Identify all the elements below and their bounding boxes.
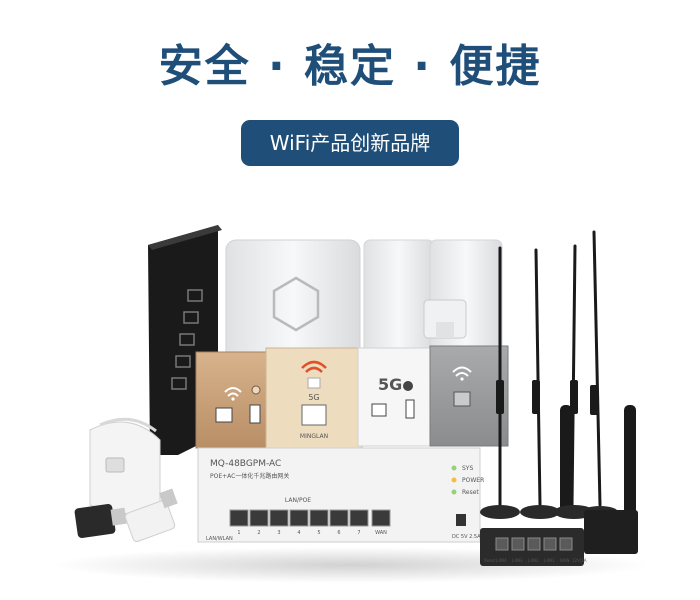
svg-text:7: 7 [357,530,360,536]
svg-text:6: 6 [337,530,340,536]
svg-text:12V/1A: 12V/1A [572,558,587,563]
svg-text:4: 4 [297,530,300,536]
svg-text:POWER: POWER [462,477,484,484]
wifi-repeater [89,417,161,515]
svg-text:MQ-48BGPM-AC: MQ-48BGPM-AC [210,459,281,469]
svg-text:LAN1: LAN1 [544,558,555,563]
svg-text:5G: 5G [308,393,319,402]
white-5g-panel: 5G [357,347,435,447]
svg-text:MINGLAN: MINGLAN [300,433,328,440]
svg-text:3: 3 [277,530,280,536]
svg-text:WAN: WAN [560,558,569,563]
svg-text:SYS: SYS [462,465,473,472]
outdoor-cpe-units [363,239,503,356]
brand-badge: WiFi产品创新品牌 [241,120,459,166]
svg-text:DC 5V 2.5A: DC 5V 2.5A [452,534,481,540]
ceiling-access-point [225,239,361,361]
champagne-wall-panel: 5G MINGLAN [265,347,363,449]
usb-wifi-dongle-black [74,504,127,538]
switch-ethernet-ports [229,509,391,527]
svg-text:LAN4: LAN4 [496,558,507,563]
svg-text:POE+AC一体化千兆路由网关: POE+AC一体化千兆路由网关 [210,472,289,480]
gold-wall-panel [195,351,271,449]
4g-router: Reset LAN4 LAN3 LAN2 LAN1 WAN 12V/1A [480,510,638,566]
svg-text:2: 2 [257,530,260,536]
grey-wall-panel [429,345,509,447]
svg-text:Reset: Reset [462,489,479,496]
poe-gateway-switch: MQ-48BGPM-AC POE+AC一体化千兆路由网关 LAN/POE 1 2… [197,447,484,543]
svg-text:WAN: WAN [375,530,387,536]
usb-wifi-dongle-white [124,488,178,542]
svg-text:LAN/POE: LAN/POE [285,497,311,504]
svg-text:5: 5 [317,530,320,536]
svg-text:LAN/WLAN: LAN/WLAN [206,536,233,542]
svg-text:Reset: Reset [484,558,496,563]
svg-text:5G: 5G [378,375,402,394]
headline: 安全 · 稳定 · 便捷 [158,41,542,92]
svg-text:LAN3: LAN3 [512,558,523,563]
svg-text:1: 1 [237,530,240,536]
svg-text:LAN2: LAN2 [528,558,539,563]
